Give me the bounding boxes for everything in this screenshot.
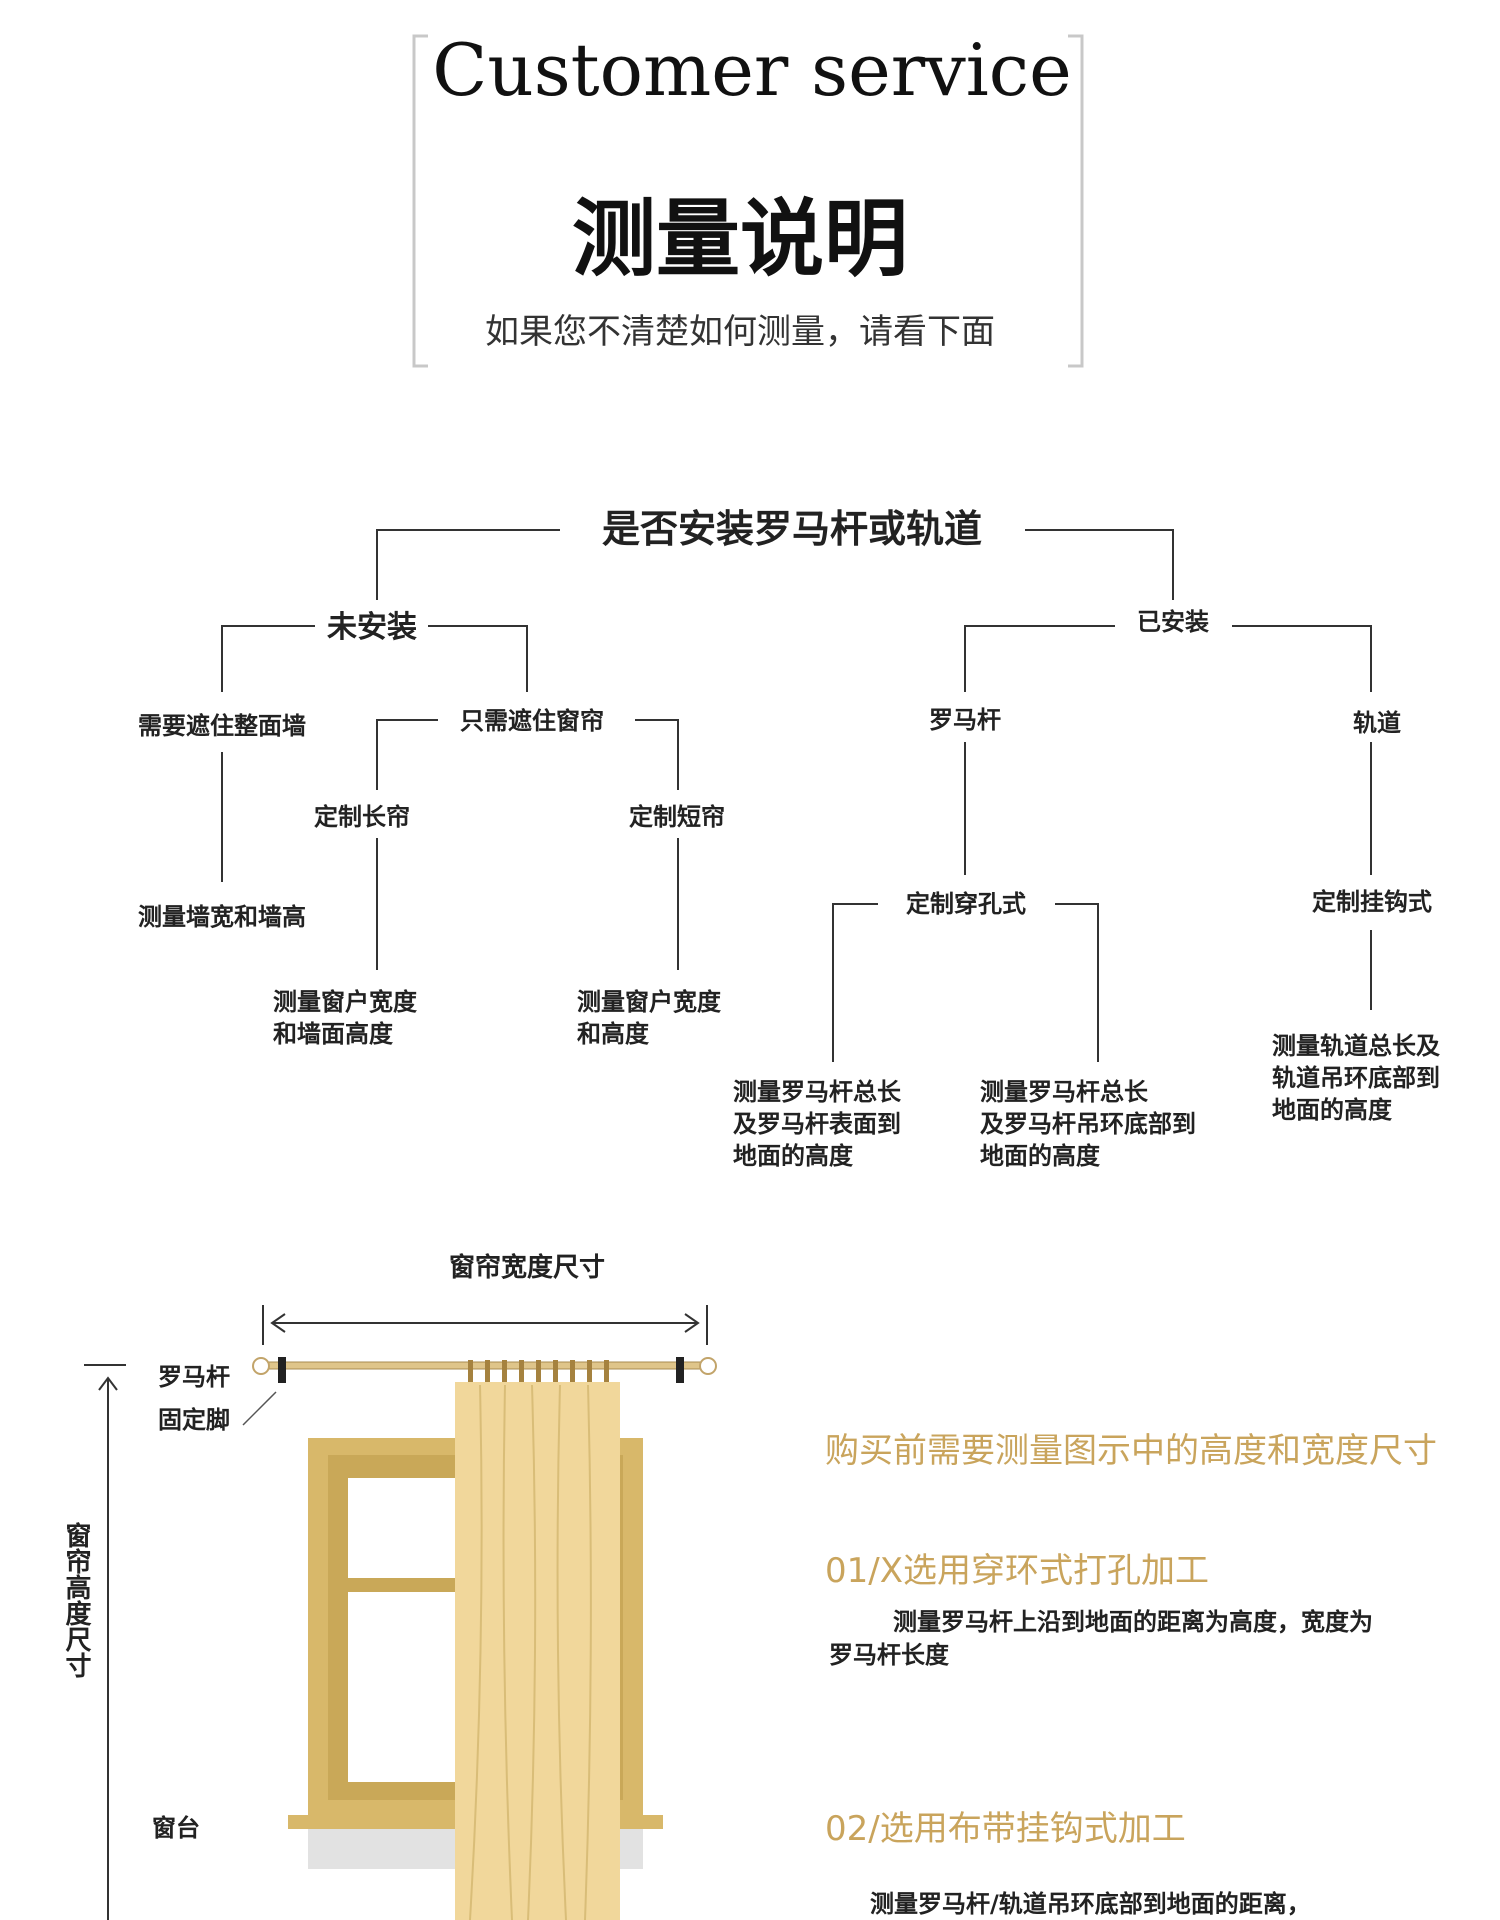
option1-body-line1: 测量罗马杆上沿到地面的距离为高度，宽度为 — [893, 1608, 1373, 1636]
curtain-rod — [252, 1357, 717, 1383]
flow-short-curtain: 定制短帘 — [629, 803, 725, 831]
flow-track: 轨道 — [1353, 709, 1401, 737]
curtain-panel — [455, 1360, 620, 1920]
flow-grommet-measure-a-line2: 及罗马杆表面到 — [733, 1110, 901, 1138]
option1-body-line2: 罗马杆长度 — [829, 1641, 950, 1669]
flow-grommet-measure-b: 测量罗马杆总长 及罗马杆吊环底部到 地面的高度 — [980, 1078, 1204, 1170]
flow-rod: 罗马杆 — [929, 706, 1001, 734]
flow-long-measure: 测量窗户宽度 和墙面高度 — [273, 988, 425, 1048]
flow-grommet-measure-b-line3: 地面的高度 — [980, 1142, 1101, 1170]
height-dimension-label: 窗帘高度尺寸 — [61, 1521, 91, 1678]
option1-title: 01/X选用穿环式打孔加工 — [825, 1551, 1209, 1591]
cover-window-connector — [376, 719, 679, 790]
flow-long-curtain: 定制长帘 — [314, 803, 410, 831]
root-left-connector — [376, 529, 560, 600]
height-dimension-arrow — [84, 1364, 126, 1920]
bracket-pointer-line — [242, 1391, 277, 1426]
flow-grommet-measure-a-line3: 地面的高度 — [733, 1142, 854, 1170]
header-title-en: Customer service — [432, 28, 1072, 112]
flow-hook-measure-line3: 地面的高度 — [1272, 1096, 1393, 1124]
sill-label: 窗台 — [152, 1814, 200, 1842]
rod-bracket-left — [278, 1357, 286, 1383]
flow-grommet-measure-a: 测量罗马杆总长 及罗马杆表面到 地面的高度 — [733, 1078, 909, 1170]
flow-not-installed: 未安装 — [327, 610, 417, 645]
window-pane-bottom — [348, 1592, 458, 1782]
not-installed-connector — [221, 625, 528, 692]
flow-root-question: 是否安装罗马杆或轨道 — [602, 507, 982, 551]
rod-label: 罗马杆 — [158, 1363, 230, 1391]
width-dimension-arrow — [262, 1305, 708, 1345]
grommet-connector — [832, 903, 1099, 1062]
flow-measure-wall: 测量墙宽和墙高 — [138, 903, 306, 931]
root-right-connector — [1025, 529, 1174, 600]
right-bracket-decoration — [1068, 34, 1084, 368]
installed-connector — [964, 625, 1372, 692]
notes-headline: 购买前需要测量图示中的高度和宽度尺寸 — [825, 1431, 1437, 1471]
left-bracket-decoration — [412, 34, 428, 368]
curtain-rings — [468, 1360, 609, 1382]
option2-body: 测量罗马杆/轨道吊环底部到地面的距离， — [870, 1890, 1311, 1918]
flow-cover-wall: 需要遮住整面墙 — [138, 712, 306, 740]
flow-short-measure-line1: 测量窗户宽度 — [577, 988, 722, 1016]
flow-hook-measure-line2: 轨道吊环底部到 — [1272, 1064, 1440, 1092]
width-dimension-label: 窗帘宽度尺寸 — [449, 1252, 605, 1283]
flow-long-measure-line2: 和墙面高度 — [273, 1020, 394, 1048]
flowchart-labels: 是否安装罗马杆或轨道 未安装 需要遮住整面墙 测量墙宽和墙高 只需遮住窗帘 定制… — [138, 507, 1448, 1170]
curtain-fabric — [455, 1382, 620, 1920]
curtain-illustration: 窗帘宽度尺寸 窗帘高度尺寸 罗马杆 固定脚 窗台 — [61, 1252, 717, 1920]
flow-grommet-measure-a-line1: 测量罗马杆总长 — [733, 1078, 902, 1106]
window-pane-top — [348, 1478, 458, 1578]
header-subtitle: 如果您不清楚如何测量，请看下面 — [485, 312, 995, 352]
header-section: Customer service 测量说明 如果您不清楚如何测量，请看下面 — [412, 28, 1084, 368]
option2-title: 02/选用布带挂钩式加工 — [825, 1809, 1186, 1849]
flow-hook-measure-line1: 测量轨道总长及 — [1272, 1032, 1440, 1060]
flow-short-measure: 测量窗户宽度 和高度 — [577, 988, 729, 1048]
flow-grommet-measure-b-line2: 及罗马杆吊环底部到 — [980, 1110, 1196, 1138]
option1-body: 测量罗马杆上沿到地面的距离为高度，宽度为 罗马杆长度 — [829, 1608, 1381, 1669]
rod-finial-right — [699, 1357, 717, 1375]
flow-grommet-measure-b-line1: 测量罗马杆总长 — [980, 1078, 1149, 1106]
header-title-zh: 测量说明 — [572, 190, 908, 288]
flow-installed: 已安装 — [1137, 608, 1209, 636]
rod-bracket-right — [676, 1357, 684, 1383]
flow-short-measure-line2: 和高度 — [577, 1020, 650, 1048]
curtain-folds — [469, 1384, 592, 1920]
measurement-notes: 购买前需要测量图示中的高度和宽度尺寸 01/X选用穿环式打孔加工 测量罗马杆上沿… — [825, 1431, 1437, 1918]
rod-finial-left — [252, 1357, 270, 1375]
flow-hook: 定制挂钩式 — [1312, 888, 1432, 916]
flowchart-connectors — [221, 529, 1372, 1062]
bracket-label: 固定脚 — [158, 1406, 230, 1434]
flow-long-measure-line1: 测量窗户宽度 — [273, 988, 418, 1016]
flow-hook-measure: 测量轨道总长及 轨道吊环底部到 地面的高度 — [1272, 1032, 1448, 1124]
flow-cover-window: 只需遮住窗帘 — [460, 707, 604, 735]
flow-grommet: 定制穿孔式 — [906, 890, 1026, 918]
